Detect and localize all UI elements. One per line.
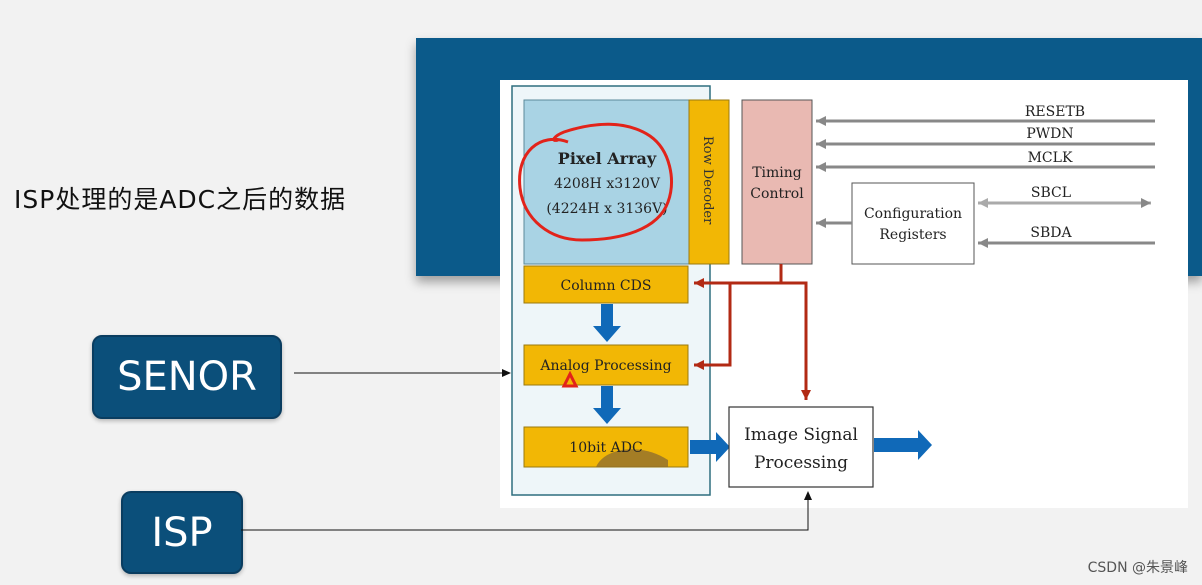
watermark: CSDN @朱景峰: [1087, 560, 1188, 576]
isp-label-text: ISP: [151, 509, 213, 556]
timing-control-block: [741, 99, 813, 265]
isp-block-line2: Processing: [754, 453, 848, 473]
signal-mclk: MCLK: [1028, 150, 1073, 166]
isp-label: ISP: [121, 491, 243, 574]
timing-control-line2: Control: [750, 186, 804, 202]
signal-resetb: RESETB: [1025, 104, 1085, 120]
analog-processing-block: [523, 344, 689, 386]
config-registers-line2: Registers: [879, 227, 946, 243]
sensor-block-diagram: Pixel Array 4208H x3120V (4224H x 3136V)…: [500, 80, 1188, 508]
signal-sbda: SBDA: [1030, 225, 1072, 241]
slide-caption: ISP处理的是ADC之后的数据: [14, 185, 347, 214]
column-cds-block: [523, 265, 689, 304]
adc-label: 10bit ADC: [569, 440, 642, 456]
red-line-to-isp: [781, 281, 811, 400]
signal-sbcl: SBCL: [1031, 185, 1071, 201]
pixel-array-title: Pixel Array: [558, 149, 657, 168]
image-signal-processing-block: [728, 406, 874, 488]
row-decoder-label: Row Decoder: [700, 136, 715, 225]
analog-processing-label: Analog Processing: [539, 358, 671, 374]
config-registers-line1: Configuration: [864, 206, 962, 222]
senor-label-text: SENOR: [117, 354, 257, 400]
blue-arrow-output: [874, 430, 932, 460]
pixel-array-line2: (4224H x 3136V): [546, 201, 667, 217]
column-cds-label: Column CDS: [561, 278, 652, 294]
pixel-array-line1: 4208H x3120V: [554, 176, 661, 192]
senor-label: SENOR: [92, 335, 282, 419]
configuration-registers-block: [851, 182, 975, 265]
red-annotation-mark: [561, 370, 579, 388]
row-decoder-block: [688, 99, 730, 265]
blue-arrow-down-1: [593, 304, 621, 342]
block-diagram-svg: Pixel Array 4208H x3120V (4224H x 3136V)…: [511, 85, 1155, 496]
adc-cursor-shadow: [596, 449, 668, 467]
timing-control-line1: Timing: [752, 165, 802, 181]
blue-arrow-down-2: [593, 386, 621, 424]
signal-pwdn: PWDN: [1026, 126, 1073, 142]
blue-arrow-adc-to-isp: [690, 432, 730, 462]
isp-block-line1: Image Signal: [744, 425, 858, 445]
red-annotation-circle: [518, 122, 673, 242]
pixel-array-block: [523, 99, 691, 265]
